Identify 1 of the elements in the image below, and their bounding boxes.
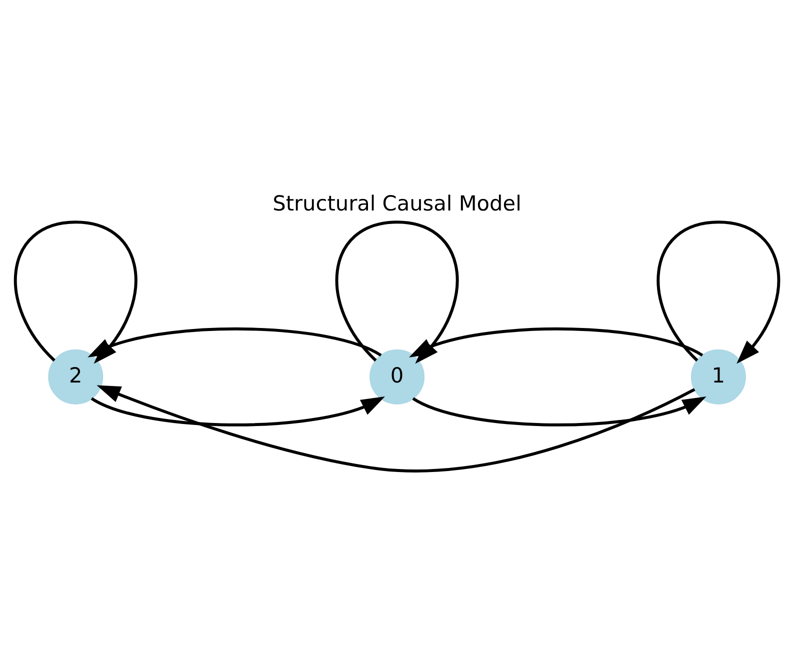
diagram-title: Structural Causal Model	[272, 191, 522, 216]
